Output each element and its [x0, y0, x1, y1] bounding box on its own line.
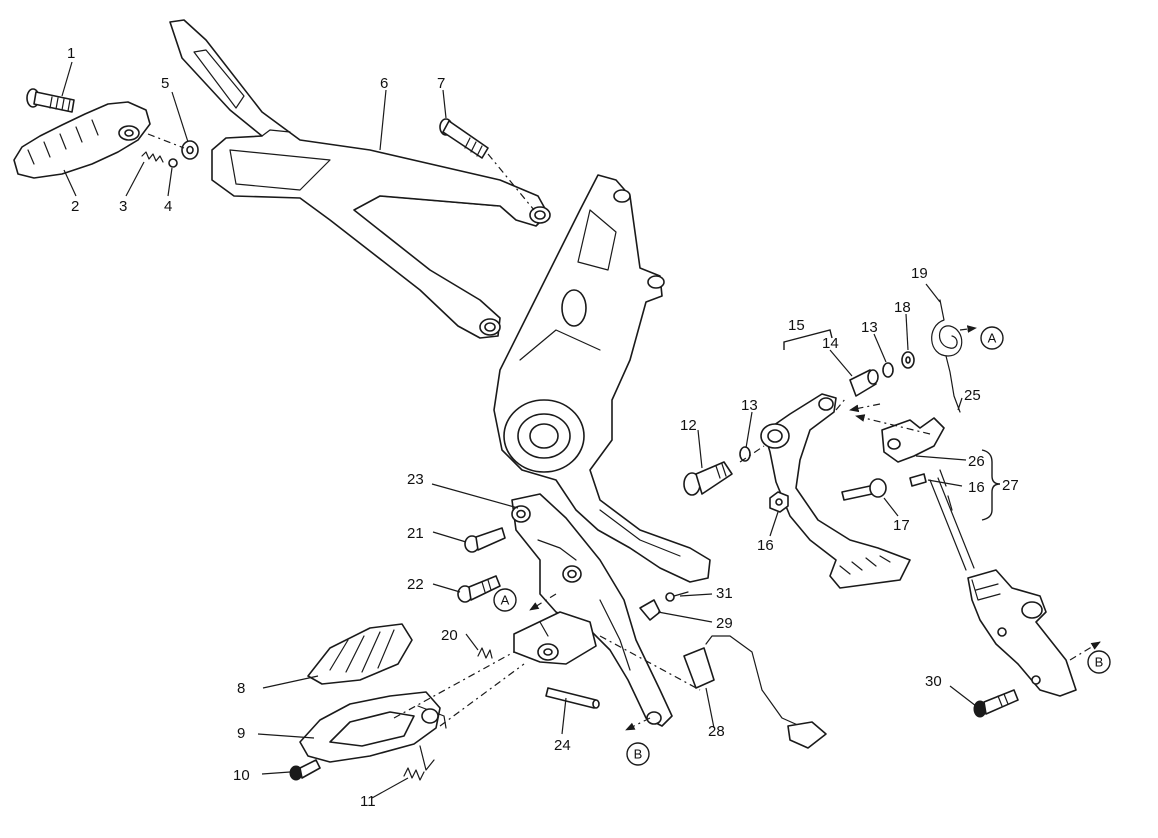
pin-24-icon — [545, 687, 600, 709]
svg-text:A: A — [501, 593, 510, 608]
ref-b-bottom: B — [626, 742, 650, 766]
spring-3-icon — [141, 151, 164, 163]
callout-16a: 16 — [968, 479, 985, 496]
bolt-1-icon — [26, 88, 75, 113]
callout-21: 21 — [407, 525, 424, 542]
bolt-30-icon — [973, 689, 1019, 718]
main-frame-plate-icon — [493, 174, 711, 583]
callout-29: 29 — [716, 615, 733, 632]
callout-8: 8 — [237, 680, 245, 697]
svg-text:B: B — [1095, 655, 1104, 670]
bracket-15 — [783, 329, 833, 350]
callout-20: 20 — [441, 627, 458, 644]
bolt-10-icon — [289, 759, 321, 781]
callout-30: 30 — [925, 673, 942, 690]
clip-29-icon — [639, 599, 661, 621]
ball-4-icon — [168, 158, 178, 168]
return-spring-19-icon — [931, 299, 963, 413]
brake-pedal-icon — [760, 393, 911, 589]
callout-6: 6 — [380, 75, 388, 92]
callout-13b: 13 — [861, 319, 878, 336]
clevis-25-icon — [881, 417, 945, 463]
callout-10: 10 — [233, 767, 250, 784]
callout-3: 3 — [119, 198, 127, 215]
spring-20-icon — [477, 647, 493, 659]
callout-31: 31 — [716, 585, 733, 602]
bolt-12-icon — [683, 461, 733, 496]
footpeg-hanger-23-icon — [511, 493, 673, 727]
callout-27: 27 — [1002, 477, 1019, 494]
bolt-21-icon — [464, 527, 506, 553]
callout-11: 11 — [360, 793, 376, 810]
spring-11-icon — [403, 745, 435, 781]
pin-16a-icon — [909, 473, 927, 487]
brake-switch-28-icon — [683, 635, 827, 749]
passenger-footpeg-9-icon — [299, 691, 447, 763]
master-cylinder-icon — [967, 569, 1077, 697]
bolt-7-icon — [439, 118, 489, 159]
callout-17: 17 — [893, 517, 910, 534]
callout-14: 14 — [822, 335, 839, 352]
nut-16b-icon — [769, 491, 789, 513]
rider-footpeg-icon — [13, 101, 151, 179]
callout-13a: 13 — [741, 397, 758, 414]
callout-15: 15 — [788, 317, 805, 334]
leader-lines — [61, 61, 977, 799]
svg-text:A: A — [988, 331, 997, 346]
callout-2: 2 — [71, 198, 79, 215]
oring-13a-icon — [739, 446, 751, 462]
callout-1: 1 — [67, 45, 75, 62]
callout-12: 12 — [680, 417, 697, 434]
footpeg-rubber-8-icon — [307, 623, 413, 685]
callout-28: 28 — [708, 723, 725, 740]
callout-18: 18 — [894, 299, 911, 316]
washer-18-icon — [901, 351, 915, 369]
rearset-bracket-6-icon — [169, 19, 551, 339]
callout-23: 23 — [407, 471, 424, 488]
callout-7: 7 — [437, 75, 445, 92]
screw-31-icon — [665, 591, 689, 602]
callout-24: 24 — [554, 737, 571, 754]
pivot-block-icon — [513, 611, 597, 665]
callout-9: 9 — [237, 725, 245, 742]
callout-26: 26 — [968, 453, 985, 470]
callout-22: 22 — [407, 576, 424, 593]
bolt-17-icon — [841, 478, 887, 501]
ref-b-right: B — [1087, 650, 1111, 674]
callout-5: 5 — [161, 75, 169, 92]
oring-13b-icon — [882, 362, 894, 378]
washer-5-icon — [181, 140, 199, 160]
callout-19: 19 — [911, 265, 928, 282]
callout-16b: 16 — [757, 537, 774, 554]
ref-a-left: A — [493, 588, 517, 612]
ref-a-right: A — [980, 326, 1004, 350]
brace-27 — [981, 449, 1001, 521]
callout-4: 4 — [164, 198, 172, 215]
callout-25: 25 — [964, 387, 981, 404]
bushing-14-icon — [849, 369, 879, 397]
bolt-22-icon — [457, 575, 501, 603]
svg-text:B: B — [634, 747, 643, 762]
